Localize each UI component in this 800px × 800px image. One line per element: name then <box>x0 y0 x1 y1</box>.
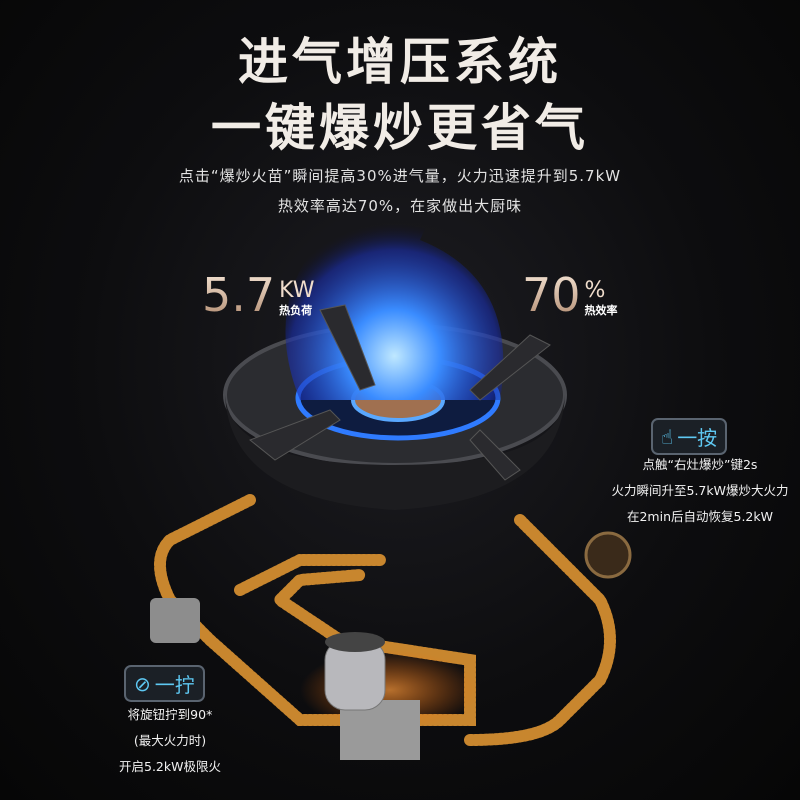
twist-note: 将旋钮拧到90* <box>127 707 213 722</box>
stat-efficiency: 70 %热效率 <box>522 272 618 318</box>
dragon-badge-icon <box>584 531 632 579</box>
knob-dial-icon: ⊘ <box>134 671 151 696</box>
press-label: 一按 <box>677 426 718 450</box>
press-badge: ☝ 一按 <box>651 418 728 455</box>
gas-pipes <box>154 494 616 746</box>
headline-line2: 一键爆炒更省气 <box>211 99 589 157</box>
stat-label: 热效率 <box>584 304 618 317</box>
press-note: 火力瞬间升至5.7kW爆炒大火力 <box>611 483 789 498</box>
pan-supports <box>249 304 551 481</box>
stat-value: 5.7 <box>202 268 276 322</box>
stat-unit: KW <box>279 278 315 303</box>
twist-note: 开启5.2kW极限火 <box>119 759 221 774</box>
press-note: 点触“右灶爆炒”键2s <box>642 457 758 472</box>
headline-line1: 进气增压系统 <box>238 33 562 91</box>
twist-label: 一拧 <box>154 673 195 697</box>
subtitle-line1: 点击“爆炒火苗”瞬间提高30%进气量，火力迅速提升到5.7kW <box>178 167 622 185</box>
stat-unit: % <box>584 278 606 303</box>
press-note: 在2min后自动恢复5.2kW <box>626 509 773 524</box>
press-notes: 点触“右灶爆炒”键2s 火力瞬间升至5.7kW爆炒大火力 在2min后自动恢复5… <box>600 452 800 530</box>
burner-body <box>225 395 565 510</box>
valve-block <box>150 598 200 643</box>
twist-badge: ⊘ 一拧 <box>124 665 205 702</box>
stat-label: 热负荷 <box>279 304 313 317</box>
stat-value: 70 <box>522 268 581 322</box>
twist-note: (最大火力时) <box>133 733 207 748</box>
twist-notes: 将旋钮拧到90* (最大火力时) 开启5.2kW极限火 <box>90 702 250 780</box>
subtitle-line2: 热效率高达70%，在家做出大厨味 <box>277 197 523 215</box>
touch-hand-icon: ☝ <box>661 424 674 449</box>
